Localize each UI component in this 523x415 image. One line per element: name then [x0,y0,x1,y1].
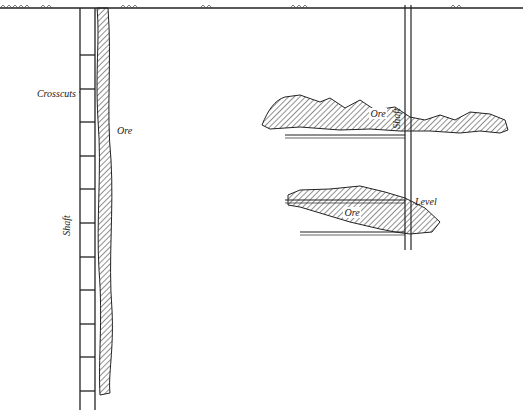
ladder-rung [80,54,95,55]
crosscuts-label: Crosscuts [36,88,77,99]
ladder-rung [80,289,95,290]
ladder-rung [80,356,95,357]
shaft-label: Shaft [61,214,72,237]
ore-label: Ore [369,108,386,119]
ore-body: Ore [284,184,444,238]
ladder-rung [80,155,95,156]
ore-label: Ore [116,125,133,136]
ladder-rung [80,390,95,391]
level-line [300,235,405,236]
ladder-rung [80,323,95,324]
ground-line [0,7,523,9]
leader-line [79,92,80,93]
ore-body: Ore [258,90,512,136]
ladder-rung [80,256,95,257]
ladder-shaft [80,8,95,410]
level-line [300,231,405,232]
level-line [285,134,405,135]
ladder-rung [80,121,95,122]
ore-vein [97,8,112,395]
ladder-rung [80,88,95,89]
ore-label: Ore [343,207,360,218]
ladder-rung [80,188,95,189]
ladder-rung [80,222,95,223]
level-line [285,138,405,139]
ground-hatch [0,5,462,8]
ore-outline [284,184,444,238]
